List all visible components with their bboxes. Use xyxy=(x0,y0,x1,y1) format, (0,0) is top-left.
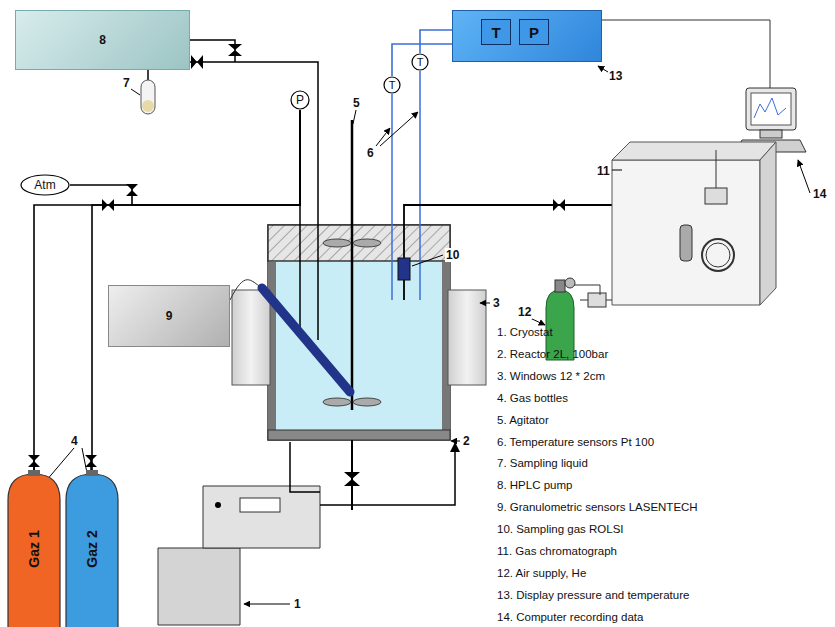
legend-entry: 12. Air supply, He xyxy=(497,567,586,579)
legend-entry: 1. Cryostat xyxy=(497,326,553,338)
node-label: P xyxy=(529,24,539,41)
pipe-connector xyxy=(92,110,300,470)
legend-entry: 6. Temperature sensors Pt 100 xyxy=(497,436,654,448)
callout-number: 6 xyxy=(366,146,375,160)
pipe-connector xyxy=(70,110,300,205)
legend-entry: 13. Display pressure and temperature xyxy=(497,589,689,601)
legend-entry: 10. Sampling gas ROLSI xyxy=(497,523,624,535)
node-label: 9 xyxy=(166,309,173,323)
legend-entry: 3. Windows 12 * 2cm xyxy=(497,370,605,382)
legend-entry: 8. HPLC pump xyxy=(497,479,572,491)
node-label: P xyxy=(296,93,304,107)
hplc-pump-box: 8 xyxy=(15,10,190,70)
legend-entry: 14. Computer recording data xyxy=(497,611,643,623)
callout-number: 12 xyxy=(517,305,532,319)
callout-number: 1 xyxy=(293,597,302,611)
atmosphere-vent: Atm xyxy=(20,174,70,196)
pressure-gauge: P xyxy=(290,90,310,110)
callout-number: 10 xyxy=(445,248,460,262)
temperature-sensor: T xyxy=(411,53,429,71)
callout-number: 5 xyxy=(352,96,361,110)
legend-entry: 4. Gas bottles xyxy=(497,392,568,404)
legend-entry: 9. Granulometric sensors LASENTECH xyxy=(497,501,698,513)
node-label: Atm xyxy=(34,178,55,192)
pipe-connector xyxy=(420,30,452,53)
legend-entry: 7. Sampling liquid xyxy=(497,457,588,469)
callout-number: 2 xyxy=(462,434,471,448)
node-label: T xyxy=(389,79,396,91)
legend-entry: 2. Reactor 2L, 100bar xyxy=(497,348,608,360)
temperature-sensor: T xyxy=(383,76,401,94)
legend-entry: 5. Agitator xyxy=(497,414,549,426)
granulometric-sensor-box: 9 xyxy=(108,285,230,347)
pipe-connector xyxy=(34,110,300,470)
callout-number: 11 xyxy=(596,164,611,178)
node-label: Gaz 1 xyxy=(26,530,42,567)
callout-number: 14 xyxy=(812,187,827,201)
node-label: 8 xyxy=(99,33,106,47)
callout-number: 13 xyxy=(609,69,622,83)
callout-number: 3 xyxy=(492,296,501,310)
node-label: Gaz 2 xyxy=(84,530,100,567)
gas-bottle: Gaz 2 xyxy=(64,470,120,627)
temperature-display: T xyxy=(481,19,511,45)
node-label: T xyxy=(417,56,424,68)
node-label: T xyxy=(491,24,500,41)
pipe-connector xyxy=(392,44,452,76)
pressure-display: P xyxy=(519,19,549,45)
callout-number: 4 xyxy=(70,434,79,448)
legend-entry: 11. Gas chromatograph xyxy=(497,545,617,557)
callout-number: 7 xyxy=(122,76,131,90)
gas-bottle: Gaz 1 xyxy=(6,470,62,627)
display-unit: 13TP xyxy=(452,10,602,62)
